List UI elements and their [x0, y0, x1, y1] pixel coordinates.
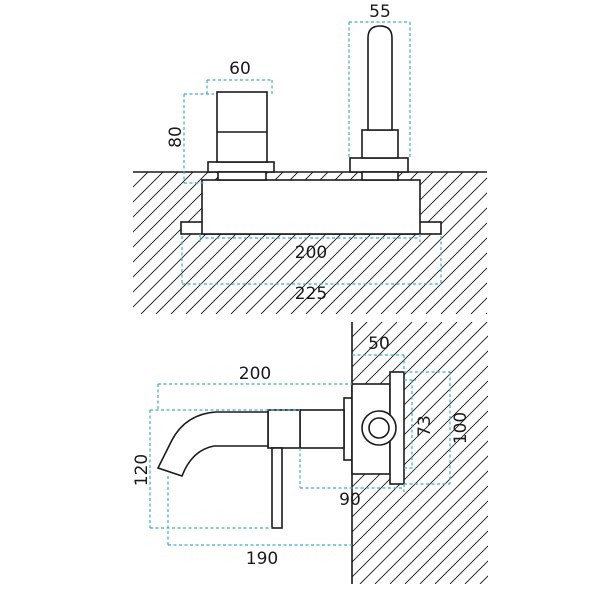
- hatch-line: [389, 485, 488, 584]
- hatch-line: [501, 172, 600, 314]
- hatch-line: [350, 177, 487, 314]
- hatch-line: [352, 322, 428, 398]
- hatch-line: [133, 172, 179, 218]
- hatch-line: [525, 322, 600, 584]
- dim-plate-depth: 50: [368, 334, 390, 354]
- mixer-body: [299, 409, 345, 449]
- hatch-line: [434, 530, 488, 584]
- dim-spout-length: 200: [239, 364, 271, 384]
- dim-rosette-offset: 90: [339, 490, 361, 510]
- dim-plate-width: 225: [295, 284, 327, 304]
- hatch-line: [546, 172, 600, 314]
- hatch-line: [464, 560, 488, 584]
- hatch-line: [576, 172, 600, 314]
- body-collar: [267, 409, 301, 449]
- dim-rosette-height: 73: [415, 415, 435, 437]
- hatch-line: [320, 172, 464, 314]
- hatch-line: [133, 172, 149, 188]
- hatch-line: [352, 440, 488, 578]
- dim-lever-distance: 190: [246, 549, 278, 569]
- handle-base: [207, 161, 275, 173]
- spout-neck: [361, 171, 399, 181]
- side-view: 200 120 50 73 100 90 190: [132, 322, 600, 584]
- lever: [271, 447, 283, 529]
- hatch-line: [352, 322, 443, 413]
- hatch-line: [133, 172, 194, 233]
- hatch-line: [555, 322, 600, 584]
- hatch-line: [510, 322, 600, 584]
- hatch-line: [495, 322, 600, 584]
- hatch-line: [133, 172, 224, 263]
- hatch-line: [352, 322, 473, 443]
- hatch-line: [591, 172, 600, 314]
- dim-handle-height: 80: [166, 126, 186, 148]
- hatch-line: [352, 410, 488, 548]
- dim-spout-width: 55: [369, 2, 391, 22]
- hatch-line: [570, 322, 600, 584]
- handle-neck: [217, 171, 267, 181]
- spout-collar: [361, 129, 399, 159]
- hatch-line: [516, 172, 600, 314]
- hatch-line: [410, 237, 487, 314]
- dim-plate-height: 100: [451, 412, 471, 444]
- hatch-line: [305, 172, 449, 314]
- hatch-line: [133, 172, 134, 173]
- hatch-line: [449, 545, 488, 584]
- spout: [367, 25, 393, 131]
- hatch-line: [352, 395, 488, 533]
- hatch-line: [374, 470, 488, 584]
- wall-flange: [343, 397, 353, 461]
- hatch-line: [365, 192, 487, 314]
- hatch-line: [561, 172, 600, 314]
- hatch-line: [485, 312, 487, 314]
- hatch-line: [133, 172, 209, 248]
- handle: [216, 91, 268, 163]
- hatch-line: [440, 267, 487, 314]
- top-view: 60 80 55 200 225: [133, 2, 600, 314]
- hatch-line: [455, 282, 487, 314]
- hatch-line: [352, 425, 488, 563]
- rosette-inner: [368, 417, 390, 439]
- hatch-line: [352, 380, 488, 518]
- dim-body-width: 200: [295, 243, 327, 263]
- hatch-line: [352, 322, 398, 368]
- hatch-line: [133, 172, 164, 203]
- hatch-line: [419, 515, 488, 584]
- hatch-line: [335, 172, 479, 314]
- hatch-line: [585, 322, 600, 584]
- hatch-line: [359, 455, 488, 584]
- hatch-line: [395, 222, 487, 314]
- dim-height: 120: [132, 454, 152, 486]
- hatch-line: [425, 252, 487, 314]
- dim-handle-width: 60: [229, 59, 251, 79]
- hatch-line: [404, 500, 488, 584]
- hatch-line: [540, 322, 600, 584]
- side-spout: [156, 411, 269, 478]
- valve-body: [201, 179, 421, 235]
- spout-base: [349, 157, 409, 173]
- hatch-line: [470, 297, 487, 314]
- hatch-line: [479, 575, 488, 584]
- hatch-line: [352, 322, 413, 383]
- hatch-line: [380, 207, 487, 314]
- hatch-line: [352, 322, 458, 428]
- hatch-line: [531, 172, 600, 314]
